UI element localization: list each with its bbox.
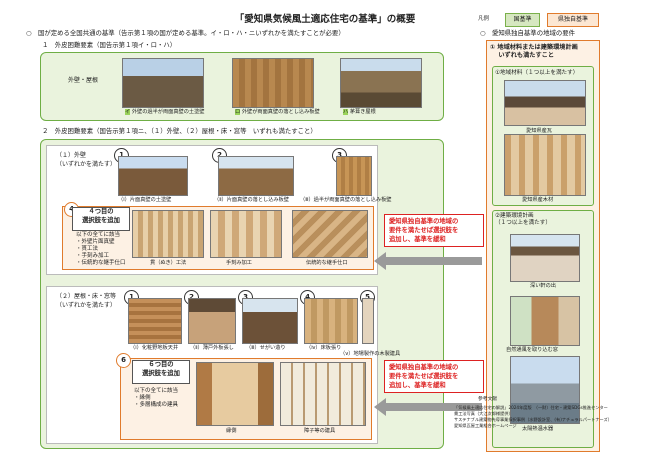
s1-cap-2: ロ 外壁が両面真壁の落とし込み板壁: [235, 108, 320, 115]
arrow-left-2: [374, 398, 482, 416]
photo-thatched-roof: [340, 58, 422, 108]
prefecture-box-title: ① 地域材料または建築環境計画 いずれも満たすこと: [490, 44, 578, 60]
roof-cap-5: （ⅴ）地場製作の木製建具: [340, 351, 401, 357]
s1-cap-3-text: 茅葺き屋根: [349, 109, 376, 115]
opt6-item-1: ・縁側: [134, 395, 151, 401]
s1-cap-1: イ 外壁の過半が両面真壁の土塗壁: [125, 108, 205, 115]
s1-mark-ro: ロ: [235, 109, 241, 115]
option-4-title: ４つ目の 選択肢を追加: [72, 207, 130, 231]
page-title: 「愛知県気候風土適応住宅の基準」の概要: [234, 14, 416, 25]
legend-prefecture: 県独自基準: [547, 13, 599, 27]
opt4-item-3: ・手刻み加工: [76, 253, 110, 259]
photo-local-timber: [504, 134, 586, 196]
s1-cap-3: ハ 茅葺き屋根: [343, 108, 376, 115]
photo-solar-heater: [510, 356, 580, 424]
roof-cap-2: （ⅱ）薄戸外板張し: [190, 345, 234, 351]
local-cap-1: 愛知県産瓦: [526, 128, 552, 134]
s1-cap-1-text: 外壁の過半が両面真壁の土塗壁: [131, 109, 205, 115]
ref-line-3: サステナブル建築物先導事業採択事例（水野設計室、(有)ナチュラルパートナーズ）: [454, 417, 612, 422]
opt6-cap-2: 障子等の建具: [304, 428, 336, 434]
prefecture-heading: ○ 愛知県独自基準の地域の要件: [480, 29, 576, 37]
photo-wall-1: [118, 156, 188, 196]
prefecture-note-2: 愛知県独自基準の地域の 要件を満たせば選択肢を 追加し、基準を緩和: [384, 360, 484, 394]
photo-wall-2: [218, 156, 294, 196]
opt4-item-2: ・貫工法: [76, 246, 99, 252]
photo-fittings: [362, 298, 374, 344]
s1-mark-ha: ハ: [343, 109, 349, 115]
photo-clay-wall: [122, 58, 204, 108]
photo-board-wall: [232, 58, 314, 108]
roof-title: （２）屋根・床・窓等: [56, 293, 117, 300]
photo-ceiling: [128, 298, 182, 344]
wall-cap-1: （ⅰ）片面真壁の土塗壁: [118, 197, 172, 203]
opt4-item-4: ・伝統的な継手仕口: [76, 260, 126, 266]
roof-cap-1: （ⅰ）化粧野地板天井: [130, 345, 179, 351]
opt6-cap-1: 縁側: [226, 428, 237, 434]
prefecture-note-1: 愛知県独自基準の地域の 要件を満たせば選択肢を 追加し、基準を緩和: [384, 214, 484, 248]
photo-eaves: [188, 298, 236, 344]
opt4-cap-3: 伝統的な継手仕口: [306, 260, 348, 266]
env-cap-2: 自然通風を取り込む窓: [506, 347, 558, 353]
photo-nuki: [132, 210, 204, 258]
roof-sub: （いずれかを満たす）: [56, 302, 117, 309]
opt4-item-1: ・外壁片面真壁: [76, 239, 115, 245]
s1-cap-2-text: 外壁が両面真壁の落とし込み板壁: [241, 109, 320, 115]
arrow-left-1: [374, 252, 482, 270]
ref-line-1: 「気候風土適応住宅の解説」2024年度版 （一財）住宅・建築SDGs推進センター: [454, 405, 608, 410]
opt6-item-0: 以下の全てに該当: [134, 388, 179, 394]
section-1-title: １ 外皮困難要素（国告示第１項イ・ロ・ハ）: [42, 41, 177, 49]
photo-roof-tile: [504, 80, 586, 126]
wall-cap-2: （ⅱ）片面真壁の落とし込み板壁: [214, 197, 289, 203]
photo-deep-eaves: [510, 234, 580, 282]
photo-wall-3: [336, 156, 372, 196]
opt4-item-0: 以下の全てに該当: [76, 232, 121, 238]
roof-cap-4: （ⅳ）床板張り: [306, 345, 342, 351]
wall-sub: （いずれかを満たす）: [56, 161, 117, 168]
photo-segai: [242, 298, 298, 344]
opt4-cap-2: 手刻み加工: [226, 260, 252, 266]
legend-label: 凡例: [478, 16, 490, 22]
refs-heading: 参考文献: [478, 397, 498, 402]
wall-cap-3: （ⅲ）過半が両面真壁の落とし込み板壁: [300, 197, 392, 203]
env-cap-1: 深い軒の出: [530, 283, 556, 289]
s1-mark-i: イ: [125, 109, 131, 115]
photo-joint: [292, 210, 368, 258]
photo-floor: [304, 298, 358, 344]
local-material-title: ①地域材料（１つ以上を満たす）: [495, 70, 579, 76]
ref-line-4: 愛知県瓦屋工業組合ホームページ: [454, 423, 517, 428]
local-cap-2: 愛知県産木材: [522, 197, 554, 203]
env-cap-3: 太陽熱温水器: [522, 426, 554, 432]
national-standard-heading: ○ 国が定める全国共通の基準（告示第１項の国が定める基準。イ・ロ・ハ・ニいずれか…: [26, 29, 345, 37]
photo-shoji: [280, 362, 366, 426]
wall-title: （１）外壁: [56, 152, 87, 159]
legend-standard: 国基準: [505, 13, 540, 27]
ref-line-2: 貫工法写真（大江次郎様提供）: [454, 411, 513, 416]
s1-row-label: 外壁・屋根: [68, 77, 99, 84]
photo-hand-carving: [210, 210, 282, 258]
opt6-item-2: ・多層構成の建具: [134, 402, 179, 408]
roof-cap-3: （ⅲ）せがい造り: [246, 345, 286, 351]
environment-plan-title: ②建築環境計画 （１つ以上を満たす）: [495, 213, 551, 227]
photo-ventilation: [510, 296, 580, 346]
opt4-cap-1: 貫（ぬき）工法: [150, 260, 187, 266]
section-2-title: ２ 外皮困難要素（国告示第１項ニ、（１）外壁、（２）屋根・床・窓等 いずれも満た…: [42, 127, 317, 135]
option-6-num: 6: [116, 353, 131, 368]
option-6-title: ６つ目の 選択肢を追加: [132, 360, 190, 384]
photo-engawa: [196, 362, 274, 426]
